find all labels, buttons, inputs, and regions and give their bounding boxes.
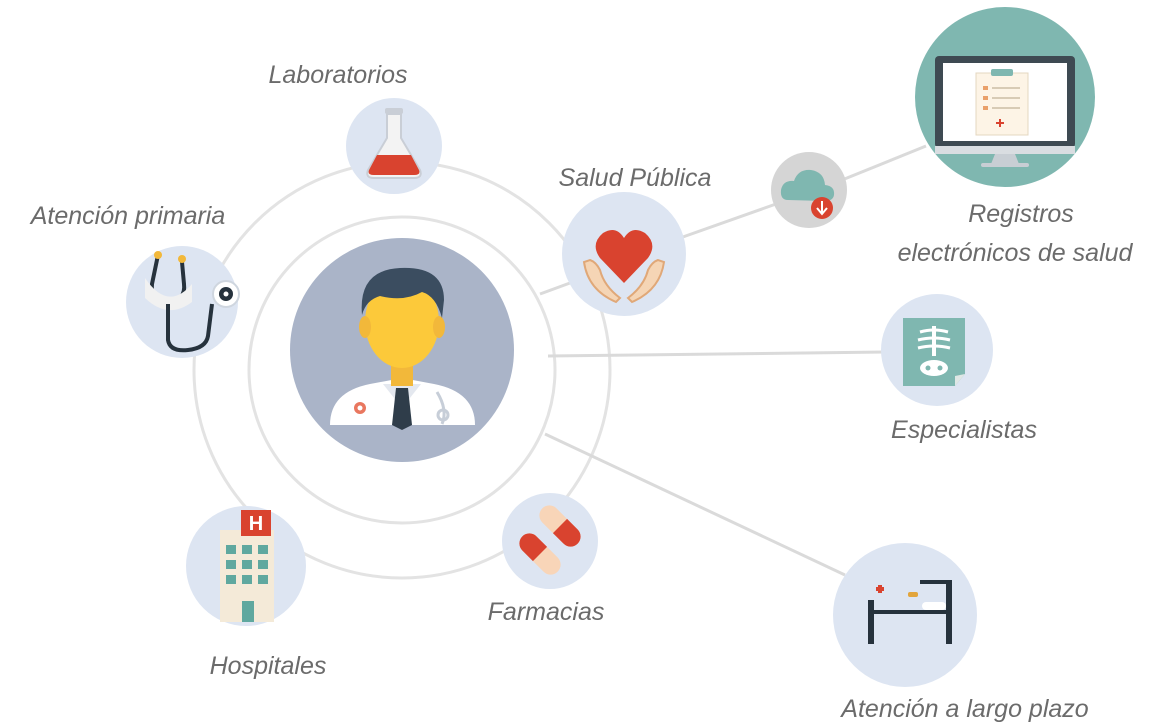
connector-largo-plazo	[544, 432, 846, 577]
node-cloud	[771, 152, 847, 228]
node-atencion-primaria	[126, 246, 240, 358]
connector-especialistas	[547, 350, 887, 358]
cloud-download-icon	[780, 169, 835, 219]
label-especialistas: Especialistas	[891, 416, 1037, 444]
hospital-sign-letter: H	[249, 513, 263, 535]
label-registros-line2: electrónicos de salud	[898, 239, 1134, 267]
connector-registros	[841, 144, 927, 182]
hospital-building-icon: H	[220, 510, 274, 622]
stethoscope-icon	[145, 251, 240, 353]
label-hospitales: Hospitales	[210, 652, 327, 680]
label-salud-publica: Salud Pública	[559, 164, 712, 192]
center-node	[290, 238, 514, 462]
node-hospitales: H	[186, 506, 306, 626]
hospital-bed-icon	[868, 580, 952, 644]
node-farmacias	[502, 493, 598, 589]
node-laboratorios	[346, 98, 442, 194]
inner-orbit-ring	[247, 215, 557, 525]
node-salud-publica	[562, 192, 686, 316]
doctor-icon	[330, 267, 475, 430]
label-atencion-primaria: Atención primaria	[29, 202, 226, 230]
heart-hands-icon	[582, 229, 666, 304]
computer-monitor-icon	[935, 56, 1075, 167]
label-farmacias: Farmacias	[488, 598, 605, 626]
pill-capsule-icon	[519, 505, 581, 575]
label-registros-line1: Registros	[968, 200, 1074, 228]
connector-cloud	[679, 202, 777, 240]
xray-icon	[903, 318, 965, 386]
node-registros	[915, 7, 1095, 187]
flask-icon	[366, 108, 422, 179]
connector-salud-publica	[539, 281, 571, 296]
node-atencion-largo-plazo	[833, 543, 977, 687]
label-laboratorios: Laboratorios	[269, 61, 408, 89]
node-especialistas	[881, 294, 993, 406]
label-atencion-largo-plazo: Atención a largo plazo	[839, 695, 1088, 723]
